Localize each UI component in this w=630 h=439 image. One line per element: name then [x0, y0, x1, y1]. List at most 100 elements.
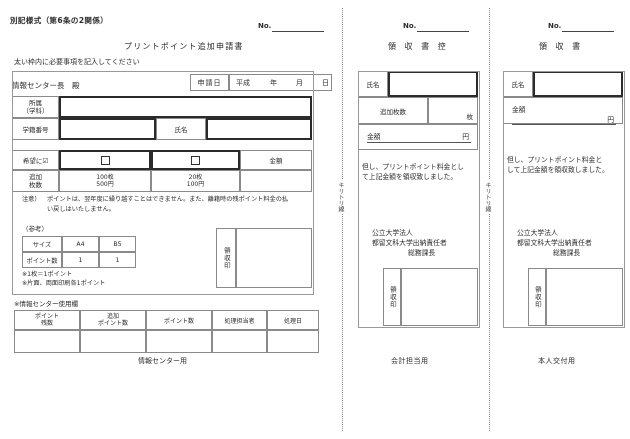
- center-use-heading: ※情報センター使用欄: [14, 300, 78, 308]
- receipt-amount-underline: [512, 124, 616, 125]
- stub-seal-area[interactable]: [401, 268, 478, 326]
- stub-statement-line2: て上記金額を領収致しました。: [362, 173, 458, 181]
- center-use-col-0-line2: 残数: [40, 320, 53, 327]
- center-use-value-0[interactable]: [14, 330, 80, 353]
- receipt-org-line2: 都留文科大学出納責任者: [517, 239, 592, 247]
- option-0-checkbox-cell[interactable]: [59, 150, 151, 170]
- option-0-price: 500円: [96, 181, 114, 188]
- receipt-panel: No. 領 収 書 氏名 金額 円 但し、プリントポイント料金と して上記金額を…: [495, 0, 630, 439]
- cut-line-2-label: キリトリ線: [483, 180, 492, 214]
- center-use-col-1-line1: 追加: [106, 312, 119, 320]
- option-0-sheets: 100枚: [96, 173, 114, 181]
- amount-input[interactable]: [240, 170, 312, 192]
- stub-org-line1: 公立大学法人: [372, 229, 413, 237]
- stub-amount-unit: 円: [462, 133, 469, 141]
- center-use-col-3: 処理担当者: [212, 310, 267, 330]
- reference-col-a4: A4: [62, 236, 99, 252]
- receipt-title: 領 収 書: [539, 42, 584, 51]
- form-code: 別記様式（第6条の2関係）: [10, 16, 109, 25]
- receipt-amount-unit: 円: [607, 116, 614, 124]
- option-1-detail: 20枚 100円: [151, 170, 240, 192]
- name-input[interactable]: [206, 118, 312, 140]
- year-unit: 年: [270, 78, 277, 87]
- receipt-no-underline: [562, 31, 614, 32]
- center-use-value-4[interactable]: [267, 330, 319, 353]
- reference-value-a4: 1: [62, 252, 99, 268]
- stub-sheets-cell[interactable]: 枚: [428, 97, 478, 124]
- center-use-col-0-line1: ポイント: [34, 312, 59, 320]
- choose-label: 希望に☑: [12, 150, 59, 170]
- stub-title: 領 収 書 控: [388, 42, 449, 51]
- option-1-price: 100円: [186, 181, 205, 188]
- center-use-value-1[interactable]: [80, 330, 146, 353]
- additional-sheets-label: 追加 枚数: [12, 170, 59, 192]
- caution-line2: い戻しはいたしません。: [47, 206, 115, 213]
- center-use-col-0: ポイント 残数: [14, 310, 80, 330]
- center-use-col-2: ポイント数: [146, 310, 212, 330]
- receipt-statement-line2: して上記金額を領収致しました。: [507, 166, 609, 174]
- affiliation-label: 所属 （学科）: [12, 96, 59, 118]
- receipt-seal-label-box: 領収印: [216, 228, 236, 288]
- reference-value-b5: 1: [99, 252, 136, 268]
- center-use-col-4: 処理日: [267, 310, 319, 330]
- day-unit: 日: [322, 78, 329, 87]
- center-use-col-1: 追加 ポイント数: [80, 310, 146, 330]
- amount-label: 金額: [240, 150, 312, 170]
- option-1-sheets: 20枚: [188, 173, 203, 181]
- no-label: No.: [258, 22, 272, 30]
- era-label: 平成: [236, 78, 250, 87]
- receipt-seal-label-box: 領収印: [528, 268, 546, 326]
- stub-org-line2: 都留文科大学出納責任者: [372, 239, 447, 247]
- additional-sheets-label-line2: 枚数: [29, 181, 42, 189]
- option-0-checkbox[interactable]: [100, 155, 110, 165]
- student-id-input[interactable]: [59, 118, 156, 140]
- month-unit: 月: [296, 78, 303, 87]
- page-title: プリントポイント追加申請書: [124, 42, 244, 51]
- receipt-statement-line1: 但し、プリントポイント料金と: [507, 156, 603, 164]
- stub-seal-label-box: 領収印: [383, 268, 401, 326]
- reference-note-2: ※片面、両面印刷各1ポイント: [22, 280, 106, 287]
- center-use-value-2[interactable]: [146, 330, 212, 353]
- name-label: 氏名: [156, 118, 206, 140]
- receipt-name-input[interactable]: [533, 71, 623, 97]
- affiliation-input[interactable]: [59, 96, 312, 118]
- stub-amount-underline: [367, 142, 471, 143]
- receipt-no-label: No.: [548, 22, 562, 30]
- caution-line1: ポイントは、翌年度に繰り越すことはできません。また、離籍時の残ポイント料金の払: [47, 196, 289, 203]
- option-0-detail: 100枚 500円: [59, 170, 151, 192]
- no-underline: [272, 31, 324, 32]
- receipt-seal-area[interactable]: [236, 228, 312, 288]
- stub-footer: 会計担当用: [391, 357, 429, 365]
- application-date-label: 申請日: [190, 74, 229, 91]
- stub-sheets-label: 追加枚数: [358, 97, 428, 124]
- center-use-value-3[interactable]: [212, 330, 267, 353]
- stub-seal-label: 領収印: [388, 285, 397, 309]
- receipt-seal-area[interactable]: [546, 268, 623, 326]
- stub-no-underline: [417, 31, 469, 32]
- caution-label: 注意）: [22, 196, 41, 203]
- receipt-footer: 本人交付用: [538, 357, 576, 365]
- stub-amount-label: 金額: [367, 133, 381, 141]
- center-use-col-1-line2: ポイント数: [97, 320, 128, 327]
- student-id-label: 学籍番号: [12, 118, 59, 140]
- additional-sheets-label-line1: 追加: [29, 172, 42, 181]
- addressee: 情報センター長 殿: [12, 81, 80, 90]
- option-1-checkbox[interactable]: [191, 155, 200, 165]
- receipt-name-label: 氏名: [503, 71, 533, 97]
- receipt-org-line1: 公立大学法人: [517, 229, 558, 237]
- stub-name-input[interactable]: [388, 71, 478, 97]
- center-use-footer: 情報センター用: [138, 357, 187, 365]
- receipt-seal-label: 領収印: [222, 246, 231, 270]
- instruction-text: 太い枠内に必要事項を記入してください: [14, 58, 140, 66]
- stub-sheets-unit: 枚: [466, 113, 474, 121]
- stub-statement-line1: 但し、プリントポイント料金とし: [362, 163, 464, 171]
- affiliation-label-line2: （学科）: [22, 107, 49, 115]
- reference-note-1: ※1枚＝1ポイント: [22, 271, 73, 278]
- stub-org-line3: 総務課長: [408, 249, 436, 257]
- receipt-amount-row[interactable]: 金額 円: [503, 97, 623, 125]
- receipt-seal-label-right: 領収印: [533, 285, 542, 309]
- receipt-org-line3: 総務課長: [553, 249, 581, 257]
- option-1-checkbox-cell[interactable]: [151, 150, 240, 170]
- stub-amount-row[interactable]: 金額 円: [358, 124, 478, 150]
